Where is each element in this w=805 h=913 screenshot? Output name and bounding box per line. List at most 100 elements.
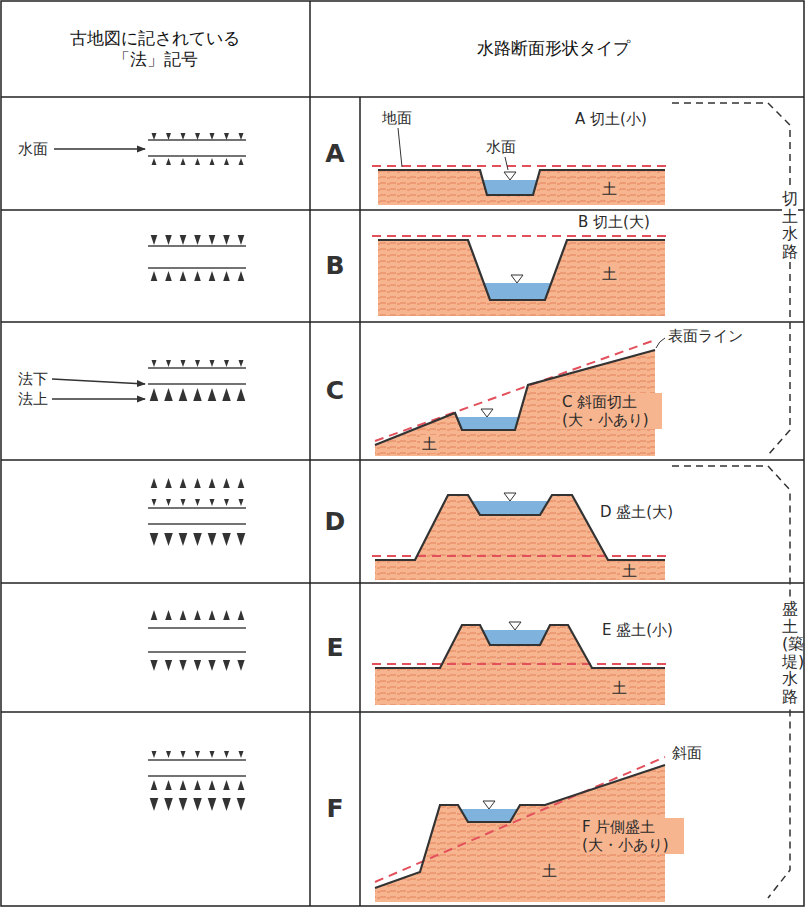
hachure-triangle [237,388,246,401]
hachure-triangle [238,478,245,488]
section-b [372,236,670,316]
hachure-triangle [237,660,244,671]
soil-label: 土 [600,265,619,283]
hachure-triangle [180,780,187,790]
group-bracket [672,103,790,898]
hachure-triangle [152,158,157,165]
hachure-triangle [224,499,229,506]
hou-symbol-triangles [150,133,246,811]
hachure-triangle [238,271,245,281]
group-label: 切土水路 [782,190,798,260]
part-label: 表面ライン [668,327,743,345]
hachure-triangle [165,235,172,245]
hachure-triangle [193,533,202,546]
hachure-triangle [223,780,230,790]
hachure-triangle [181,158,186,165]
hachure-triangle [210,133,215,140]
hachure-triangle [151,610,158,620]
hachure-triangle [209,610,216,620]
hachure-triangle [164,798,173,811]
hachure-triangle [152,751,157,758]
hachure-triangle [195,499,200,506]
hachure-triangle [166,499,171,506]
type-label: C 斜面切土 (大・小あり) [560,393,662,429]
hachure-triangle [209,478,216,488]
hachure-triangle [194,780,201,790]
hachure-triangle [194,271,201,281]
row-letter: F [310,712,360,906]
hachure-triangle [151,780,158,790]
hachure-triangle [179,388,188,401]
hachure-triangle [223,610,230,620]
hachure-triangle [193,798,202,811]
hachure-triangle [239,499,244,506]
table-header: 古地図に記されている「法」記号 [0,0,310,97]
group-label: 盛土(築堤)水路 [782,600,798,706]
hachure-triangle [193,388,202,401]
hachure-triangle [150,660,157,671]
hachure-triangle [210,360,215,367]
hachure-triangle [180,478,187,488]
row-letter: D [325,507,346,537]
hachure-triangle [181,133,186,140]
row-letter: C [326,376,344,406]
hachure-triangle [239,360,244,367]
hachure-triangle [194,610,201,620]
hachure-triangle [165,271,172,281]
hachure-triangle [180,235,187,245]
hachure-triangle [224,751,229,758]
hachure-triangle [195,158,200,165]
hachure-triangle [181,499,186,506]
hachure-triangle [150,798,159,811]
pointer-label: 水面 [18,140,48,158]
pointer-label: 法下 [18,370,48,388]
hachure-triangle [194,660,201,671]
row-letter: D [310,460,360,583]
type-label: F 片側盛土 (大・小あり) [580,818,684,854]
row-letter: A [325,139,344,169]
hachure-triangle [208,533,217,546]
hachure-triangle [166,158,171,165]
hachure-triangle [195,133,200,140]
hachure-triangle [164,533,173,546]
hachure-triangle [165,660,172,671]
hachure-triangle [210,751,215,758]
hachure-triangle [224,360,229,367]
soil-label: 土 [610,679,629,697]
hachure-triangle [238,780,245,790]
hachure-triangle [195,360,200,367]
hachure-triangle [222,388,231,401]
hachure-triangle [166,751,171,758]
hachure-triangle [239,133,244,140]
hachure-triangle [151,271,158,281]
hachure-triangle [195,751,200,758]
hachure-triangle [239,751,244,758]
hachure-triangle [208,798,217,811]
hachure-triangle [222,798,231,811]
hachure-triangle [165,478,172,488]
hachure-triangle [194,235,201,245]
hachure-triangle [152,360,157,367]
hachure-triangle [224,158,229,165]
row-letter: E [310,583,360,712]
row-letter: C [310,322,360,460]
hachure-triangle [223,478,230,488]
soil-label: 土 [620,562,639,580]
hachure-triangle [237,533,246,546]
hachure-triangle [209,780,216,790]
soil-label: 土 [540,862,559,880]
hachure-triangle [210,158,215,165]
type-label: D 盛土(大) [600,503,673,521]
hachure-triangle [151,478,158,488]
pointer-label: 法上 [18,390,48,408]
hachure-triangle [181,751,186,758]
pointer-arrows [52,149,145,399]
row-letter: A [310,97,360,210]
hachure-triangle [166,360,171,367]
section-a [372,128,670,205]
hachure-triangle [179,798,188,811]
hachure-triangle [150,533,159,546]
hachure-triangle [223,271,230,281]
hachure-triangle [180,610,187,620]
